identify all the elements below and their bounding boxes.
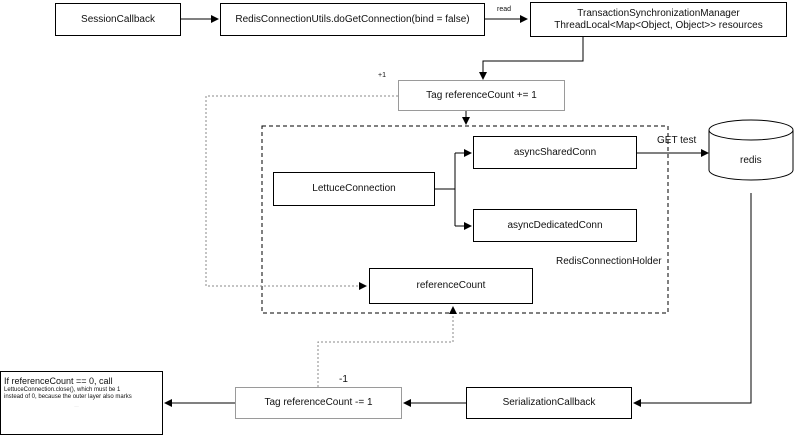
async-shared-conn-label: asyncSharedConn (513, 146, 597, 158)
serialization-callback-label: SerializationCallback (502, 397, 596, 408)
tag-increment-node: Tag referenceCount += 1 (398, 80, 565, 111)
edge-tag-increment-to-refcount (205, 95, 398, 290)
reference-count-label: referenceCount (416, 280, 486, 291)
tag-decrement-label: Tag referenceCount -= 1 (264, 397, 373, 408)
tag-decrement-node: Tag referenceCount -= 1 (235, 387, 402, 419)
session-callback-node: SessionCallback (55, 3, 181, 36)
note-line3: instead of 0, because the outer layer al… (4, 394, 132, 400)
tag-increment-label: Tag referenceCount += 1 (426, 89, 537, 101)
async-shared-conn-node: asyncSharedConn (473, 136, 637, 169)
edge-txmanager-to-tag-increment (479, 36, 584, 80)
connection-holder-container (261, 125, 669, 314)
get-connection-label: RedisConnectionUtils.doGetConnection(bin… (235, 13, 470, 25)
note-node: If referenceCount == 0, call LettuceConn… (0, 371, 163, 435)
serialization-callback-node: SerializationCallback (466, 387, 632, 419)
minus-one-label: -1 (339, 374, 348, 385)
get-connection-node: RedisConnectionUtils.doGetConnection(bin… (220, 3, 485, 36)
tx-manager-node: TransactionSynchronizationManager Thread… (530, 2, 787, 37)
redis-label: redis (740, 155, 762, 166)
edge-redis-to-serialization (633, 193, 752, 407)
async-dedicated-conn-label: asyncDedicatedConn (507, 219, 603, 231)
lettuce-connection-node: LettuceConnection (273, 172, 435, 206)
plus-one-label: +1 (378, 72, 386, 79)
tx-manager-label-line1: TransactionSynchronizationManager (577, 7, 740, 19)
note-line1: If referenceCount == 0, call (4, 376, 113, 386)
get-test-label: GET test (657, 135, 697, 146)
async-dedicated-conn-node: asyncDedicatedConn (473, 209, 637, 242)
reference-count-node: referenceCount (369, 268, 533, 304)
holder-label: RedisConnectionHolder (556, 256, 662, 267)
note-line4: ...... (74, 404, 80, 408)
edge-tag-decrement-to-refcount (317, 306, 457, 387)
lettuce-connection-label: LettuceConnection (312, 183, 396, 194)
tx-manager-label-line2: ThreadLocal<Map<Object, Object>> resourc… (554, 19, 763, 31)
redis-cylinder (708, 119, 794, 181)
read-edge-label: read (497, 6, 512, 13)
note-line2: LettuceConnection.close(), which must be… (4, 387, 121, 393)
session-callback-label: SessionCallback (81, 13, 155, 25)
